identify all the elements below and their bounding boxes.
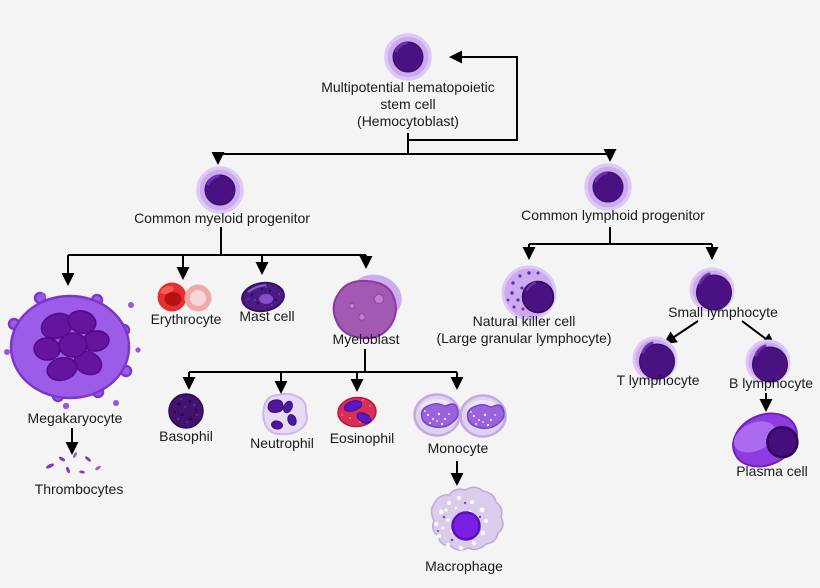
label-stem-cell-line1: Multipotential hematopoietic <box>321 79 495 95</box>
monocyte-illustration-left <box>413 393 461 437</box>
label-macrophage: Macrophage <box>425 558 503 574</box>
label-thrombocytes: Thrombocytes <box>34 481 124 497</box>
erythrocyte-illustration <box>157 282 212 312</box>
label-myeloid-progenitor: Common myeloid progenitor <box>134 210 310 226</box>
lymphoid-progenitor-illustration <box>584 163 632 211</box>
label-b-lymphocyte: B lymphocyte <box>728 375 814 391</box>
label-plasma-cell: Plasma cell <box>736 463 808 479</box>
stem-cell-illustration <box>384 33 432 81</box>
label-stem-cell: Multipotential hematopoietic stem cell (… <box>321 79 495 130</box>
myeloid-progenitor-illustration <box>196 166 244 214</box>
myeloblast-illustration <box>332 274 402 340</box>
label-nk-cell-line2: (Large granular lymphocyte) <box>436 330 612 346</box>
megakaryocyte-illustration <box>4 291 141 410</box>
label-stem-cell-line2: stem cell <box>380 96 436 112</box>
label-nk-cell-line1: Natural killer cell <box>472 313 576 329</box>
thrombocytes-illustration <box>45 452 101 474</box>
plasma-cell-illustration <box>732 412 799 468</box>
label-myeloblast: Myeloblast <box>332 331 400 347</box>
label-eosinophil: Eosinophil <box>329 430 395 446</box>
eosinophil-illustration <box>337 396 377 428</box>
label-lymphoid-progenitor: Common lymphoid progenitor <box>521 207 705 223</box>
label-mast-cell: Mast cell <box>239 308 295 324</box>
connector-lines <box>61 50 776 486</box>
macrophage-illustration <box>430 486 504 551</box>
label-nk-cell: Natural killer cell (Large granular lymp… <box>436 313 611 347</box>
monocyte-illustration-right <box>459 394 507 438</box>
mast-cell-illustration <box>241 281 285 313</box>
arrow-to-t-lymphocyte <box>663 320 699 345</box>
neutrophil-illustration <box>262 392 308 436</box>
label-basophil: Basophil <box>159 428 213 444</box>
nk-cell-illustration <box>501 265 557 321</box>
label-t-lymphocyte: T lymphocyte <box>616 372 700 388</box>
label-small-lymphocyte: Small lymphocyte <box>668 304 778 320</box>
stem-cell-feedback-arrow <box>408 50 518 141</box>
label-megakaryocyte: Megakaryocyte <box>27 410 123 426</box>
label-neutrophil: Neutrophil <box>250 435 314 451</box>
basophil-illustration <box>168 393 204 429</box>
label-monocyte: Monocyte <box>427 440 489 456</box>
label-erythrocyte: Erythrocyte <box>150 311 222 327</box>
label-stem-cell-line3: (Hemocytoblast) <box>357 113 459 129</box>
